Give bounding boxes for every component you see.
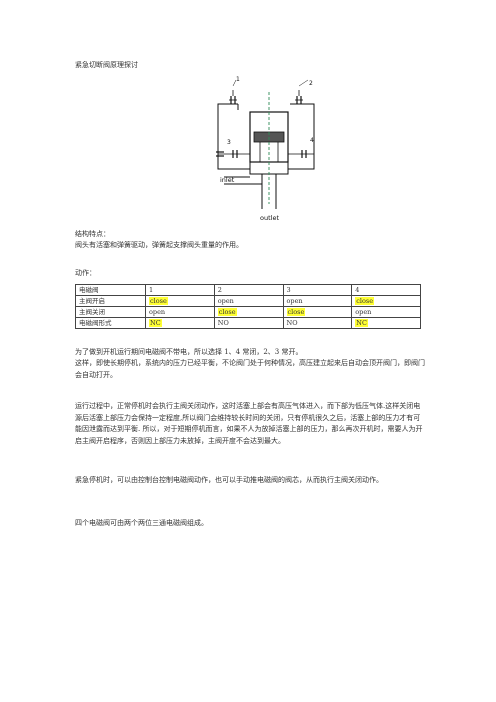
solenoid-valve-3 [216,150,250,158]
table-cell: NC [351,317,421,329]
label-valve-1: 1 [236,76,240,83]
table-cell: NO [213,317,284,329]
solenoid-valve-2 [295,90,303,104]
table-cell: close [351,295,421,307]
solenoid-valve-1 [229,90,237,104]
cell-text: NC [149,319,162,327]
left-pipe [217,103,250,170]
table-row: 主阀开启 close open open close [75,295,421,307]
cell-text: close [217,308,237,316]
cell-text: NO [217,319,229,327]
valve-state-table: 电磁阀 1 2 3 4 主阀开启 close open open close 主… [75,284,421,329]
table-header-cell: 电磁阀 [75,284,146,296]
cell-text: close [149,297,168,305]
table-cell: close [213,306,284,318]
paragraph-5: 四个电磁阀可由两个两位三通电磁阀组成。 [75,519,208,527]
paragraph-3: 运行过程中，正常停机时会执行主阀关闭动作，这时活塞上部会有高压气体进入，而下部为… [75,402,423,445]
paragraph-2: 这样，即使长期停机，系统内的压力已经平衡，不论阀门处于何种情况，高压建立起来后自… [75,359,425,379]
label-outlet: outlet [260,214,279,222]
cell-text: 主阀开启 [79,297,105,305]
table-cell: NO [282,317,353,329]
label-inlet: inlet [220,176,235,184]
cell-text: NO [286,319,298,327]
cell-text: open [217,297,234,305]
paragraph-4: 紧急停机时，可以由控制台控制电磁阀动作，也可以手动推电磁阀的阀芯，从而执行主阀关… [75,476,383,484]
structure-heading: 结构特点： [75,230,110,238]
cell-text: 电磁阀形式 [79,319,112,327]
action-heading: 动作： [75,269,96,277]
table-body: 电磁阀 1 2 3 4 主阀开启 close open open close 主… [75,284,421,329]
structure-text: 阀头有活塞和弹簧驱动，弹簧起支撑阀头重量的作用。 [75,241,243,249]
table-cell: open [351,306,421,318]
label-valve-4: 4 [310,137,314,144]
table-row: 电磁阀形式 NC NO NO NC [75,317,421,329]
valve-schematic: 1 2 3 4 inlet outlet [216,76,315,222]
table-header-cell: 1 [145,284,215,296]
table-cell: close [282,306,353,318]
cell-text: close [286,308,306,316]
solenoid-valve-4 [288,150,314,158]
table-cell: 电磁阀形式 [75,317,146,329]
cell-text: open [149,308,166,316]
table-cell: 主阀开启 [75,295,146,307]
cell-text: open [286,297,303,305]
right-pipe [288,103,315,170]
table-cell: close [145,295,215,307]
table-cell: open [145,306,215,318]
table-row: 主阀关闭 open close close open [75,306,421,318]
table-cell: open [282,295,353,307]
table-cell: open [213,295,284,307]
cell-text: 主阀关闭 [79,308,105,316]
valve-diagram: 1 2 3 4 inlet outlet [214,74,344,224]
outlet-pipe [261,174,277,209]
table-header-cell: 3 [282,284,353,296]
table-header-cell: 2 [213,284,284,296]
table-header-row: 电磁阀 1 2 3 4 [75,284,421,296]
label-valve-3: 3 [227,139,231,146]
cell-text: close [355,297,375,305]
label-valve-2: 2 [309,80,313,87]
table-header-cell: 4 [351,284,421,296]
table-cell: NC [145,317,215,329]
paragraph-1: 为了做到开机运行期间电磁阀不带电，所以选择 1、4 常闭，2、3 常开。 [75,348,303,356]
document-title: 紧急切断阀原理探讨 [75,61,138,69]
cell-text: NC [355,319,368,327]
cell-text: open [355,308,372,316]
table-cell: 主阀关闭 [75,306,146,318]
